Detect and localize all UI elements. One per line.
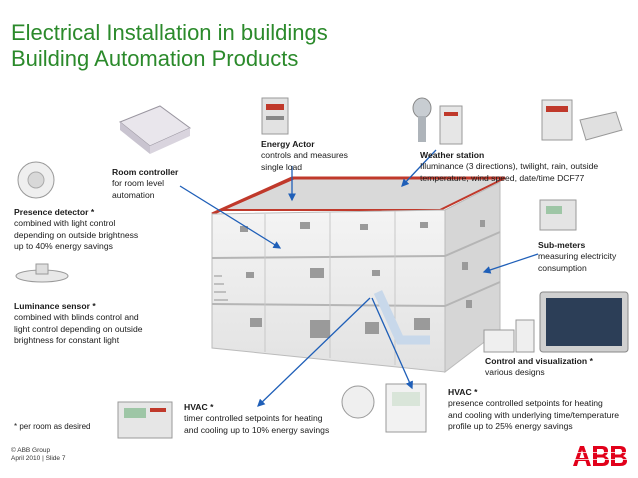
luminance-sensor-device	[15, 263, 69, 283]
presence-detector-device	[17, 161, 55, 199]
room-controller-label: Room controller for room level automatio…	[112, 167, 179, 200]
hvac-presence-device	[341, 383, 427, 433]
callout-arrows	[179, 149, 539, 407]
footnote: * per room as desired	[14, 422, 91, 431]
room-controller-device	[119, 105, 191, 154]
hvac-left-label: HVAC * timer controlled setpoints for he…	[184, 402, 330, 435]
footer-slide: April 2010 | Slide 7	[11, 455, 66, 462]
title-line-2: Building Automation Products	[11, 46, 299, 71]
energy-actor-device	[261, 97, 289, 135]
footer-copyright: © ABB Group	[11, 447, 51, 454]
abb-logo	[573, 446, 629, 466]
control-visualization-label: Control and visualization * various desi…	[485, 356, 593, 378]
weather-station-label: Weather station Illuminance (3 direction…	[420, 150, 599, 183]
control-panel-device	[483, 291, 629, 353]
presence-detector-label: Presence detector * combined with light …	[14, 207, 139, 251]
hvac-right-label: HVAC * presence controlled setpoints for…	[448, 387, 620, 431]
energy-actor-label: Energy Actor controls and measures singl…	[261, 139, 348, 172]
building	[211, 176, 506, 374]
footer: © ABB Group April 2010 | Slide 7	[11, 447, 65, 463]
title-line-1: Electrical Installation in buildings	[11, 20, 328, 45]
sub-meter-device	[539, 199, 577, 231]
sub-meters-label: Sub-meters measuring electricity consump…	[538, 240, 617, 273]
luminance-sensor-label: Luminance sensor * combined with blinds …	[14, 301, 143, 345]
hvac-timer-device	[117, 401, 173, 439]
weather-station-device	[412, 97, 623, 145]
